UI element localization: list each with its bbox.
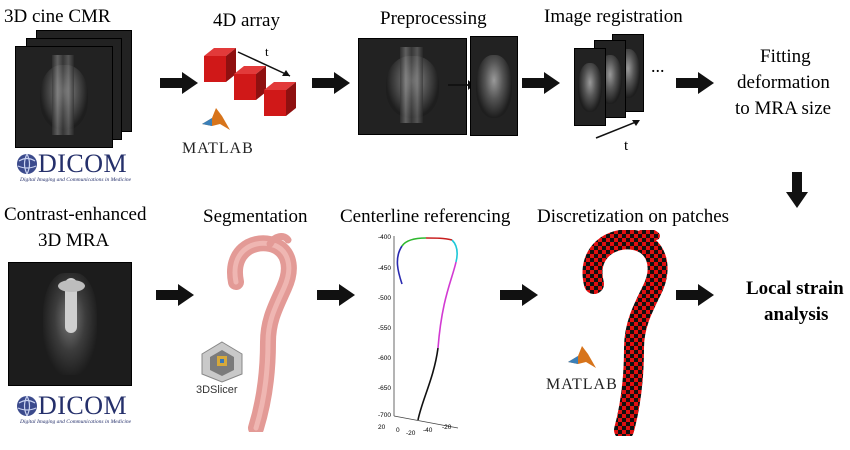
matlab-wordmark-top: MATLAB (182, 140, 254, 157)
arrow-array-to-preprocessing (312, 72, 350, 94)
array-cubes-icon (204, 48, 296, 116)
plot-y-tick: -700 (378, 412, 392, 419)
arrow-cmr-to-array (160, 72, 198, 94)
arrow-discretization-to-strain (676, 284, 714, 306)
plot-x-axis (393, 415, 459, 429)
label-fitting-line2: deformation (737, 72, 830, 93)
dicom-wordmark: DICOM (38, 391, 128, 420)
slicer-wordmark: 3DSlicer (196, 384, 238, 396)
plot-x-tick: -40 (423, 427, 433, 434)
plot-y-tick: -550 (378, 325, 392, 332)
arrow-registration-to-fitting (676, 72, 714, 94)
plot-y-tick: -500 (378, 295, 392, 302)
label-segmentation: Segmentation (203, 206, 308, 227)
label-fitting-line1: Fitting (760, 46, 811, 67)
discretized-aorta-model (582, 230, 668, 436)
preprocessing-cropped-image (470, 36, 518, 136)
arrow-preprocessing-to-registration (522, 72, 560, 94)
plot-x-tick: 20 (378, 424, 386, 431)
matlab-wordmark-bottom: MATLAB (546, 376, 618, 393)
plot-x-tick: -20 (406, 430, 416, 437)
label-fitting-line3: to MRA size (735, 98, 832, 119)
dicom-tagline: Digital Imaging and Communications in Me… (20, 419, 132, 425)
dicom-tagline: Digital Imaging and Communications in Me… (20, 177, 132, 183)
centerline-plot (393, 236, 459, 429)
label-discretization: Discretization on patches (537, 206, 730, 227)
arrow-mra-to-segmentation (156, 284, 194, 306)
matlab-icon-bottom (568, 346, 596, 368)
dicom-wordmark: DICOM (38, 149, 128, 178)
plot-x-tick: -20 (442, 424, 452, 431)
preprocessing-input-image (358, 38, 467, 135)
plot-y-tick: -450 (378, 265, 392, 272)
label-local-strain-line2: analysis (764, 304, 829, 325)
globe-icon (17, 153, 37, 175)
label-local-strain-line1: Local strain (746, 278, 844, 299)
slicer-icon (201, 341, 243, 383)
plot-x-tick: 0 (396, 427, 400, 434)
label-mra-line2: 3D MRA (38, 230, 110, 251)
label-centerline-referencing: Centerline referencing (340, 206, 511, 227)
segmented-aorta-model (227, 233, 297, 432)
plot-y-tick: -600 (378, 355, 392, 362)
label-3d-cine-cmr: 3D cine CMR (4, 6, 111, 27)
arrow-centerline-to-discretization (500, 284, 538, 306)
registration-ellipsis: ... (651, 56, 665, 76)
label-4d-array: 4D array (213, 10, 280, 31)
cine-frame-front (15, 46, 113, 148)
matlab-icon-top (202, 108, 230, 130)
plot-y-tick: -400 (378, 234, 392, 241)
label-image-registration: Image registration (544, 6, 683, 27)
registration-frame-front (574, 48, 606, 126)
t-label-array: t (265, 44, 269, 59)
arrow-fitting-down (786, 172, 808, 208)
time-arrow-registration (595, 120, 640, 139)
plot-y-tick: -650 (378, 385, 392, 392)
t-label-registration: t (624, 138, 629, 154)
label-mra-line1: Contrast-enhanced (4, 204, 147, 225)
mra-image (8, 262, 132, 386)
label-preprocessing: Preprocessing (380, 8, 487, 29)
globe-icon (17, 395, 37, 417)
arrow-segmentation-to-centerline (317, 284, 355, 306)
